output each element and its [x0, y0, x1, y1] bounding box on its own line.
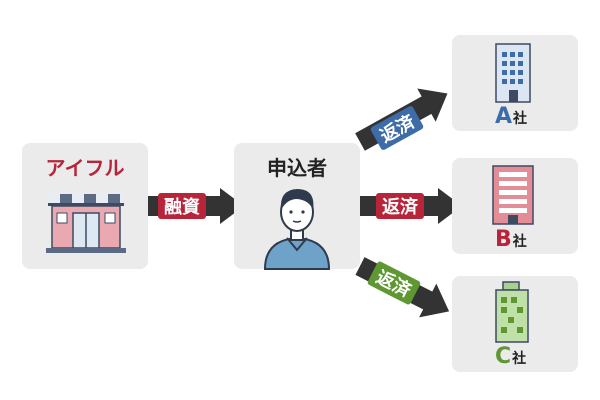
applicant-label: 申込者: [267, 156, 327, 180]
company-c-label: C 社: [495, 344, 526, 369]
company-a-label: A 社: [495, 104, 527, 129]
company-a-letter: A: [495, 104, 513, 129]
company-b-letter: B: [495, 227, 512, 252]
company-b-suffix: 社: [512, 234, 527, 250]
repay-tag-b: 返済: [376, 193, 424, 219]
company-b-label: B 社: [495, 227, 527, 252]
lender-name: アイフル: [45, 156, 125, 180]
company-c-letter: C: [495, 344, 512, 369]
company-c-suffix: 社: [512, 351, 527, 367]
loan-tag: 融資: [158, 193, 206, 219]
company-a-suffix: 社: [513, 111, 528, 127]
